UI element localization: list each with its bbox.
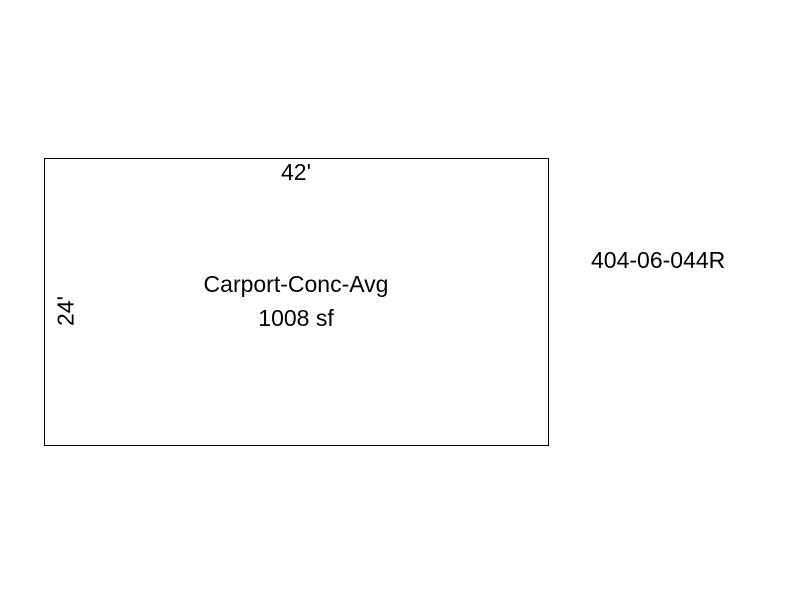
- side-dimension-label: 24': [52, 296, 79, 326]
- area-name-label: Carport-Conc-Avg: [203, 271, 389, 297]
- parcel-id-label: 404-06-044R: [591, 247, 726, 273]
- carport-outline: [44, 158, 549, 446]
- top-dimension-label: 42': [281, 159, 311, 185]
- area-size-label: 1008 sf: [258, 305, 334, 331]
